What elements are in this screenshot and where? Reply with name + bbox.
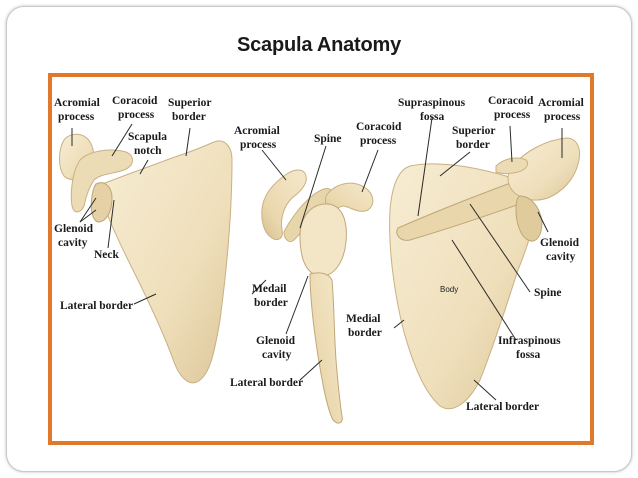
label-lateral-glenoid-cavity: Glenoid cavity [256, 335, 298, 361]
label-anterior-scapula-notch: Scapula notch [128, 131, 170, 157]
label-lateral-coracoid-process: Coracoid process [356, 121, 404, 147]
label-posterior-glenoid-cavity: Glenoid cavity [540, 237, 582, 263]
posterior-glenoid-shape [515, 195, 543, 242]
label-anterior-lateral-border: Lateral border [60, 300, 133, 312]
label-posterior-lateral-border: Lateral border [466, 401, 539, 413]
label-posterior-supraspinous-fossa: Supraspinous fossa [398, 97, 468, 123]
anterior-coracoid-shape [70, 149, 133, 213]
label-anterior-superior-border: Superior border [168, 97, 214, 123]
lateral-acromion-shape [261, 169, 307, 241]
label-posterior-superior-border: Superior border [452, 125, 498, 151]
label-lateral-lateral-border: Lateral border [230, 377, 303, 389]
label-posterior-spine: Spine [534, 287, 562, 299]
label-posterior-acromial-process: Acromial process [538, 97, 587, 123]
label-anterior-coracoid-process: Coracoid process [112, 95, 160, 121]
label-lateral-spine: Spine [314, 133, 342, 145]
lateral-glenoid-shape [299, 203, 347, 277]
slide-title: Scapula Anatomy [236, 34, 402, 56]
posterior-view [389, 137, 580, 410]
label-anterior-acromial-process: Acromial process [54, 97, 103, 123]
label-posterior-coracoid-process: Coracoid process [488, 95, 536, 121]
label-anterior-neck: Neck [94, 249, 120, 261]
label-posterior-infraspinous-fossa: Infraspinous fossa [498, 335, 564, 361]
leader-lines [71, 117, 563, 401]
label-anterior-glenoid-cavity: Glenoid cavity [54, 223, 96, 249]
label-lateral-medial-border: Medail border [252, 283, 289, 309]
anterior-view [59, 133, 233, 384]
lateral-border-shape [309, 272, 343, 424]
anterior-scapula-body [98, 140, 233, 384]
label-posterior-body: Body [440, 285, 458, 294]
anterior-glenoid-shape [90, 182, 113, 223]
label-lateral-acromial-process: Acromial process [234, 125, 283, 151]
lateral-view [261, 169, 374, 424]
label-posterior-medial-border: Medial border [346, 313, 383, 339]
